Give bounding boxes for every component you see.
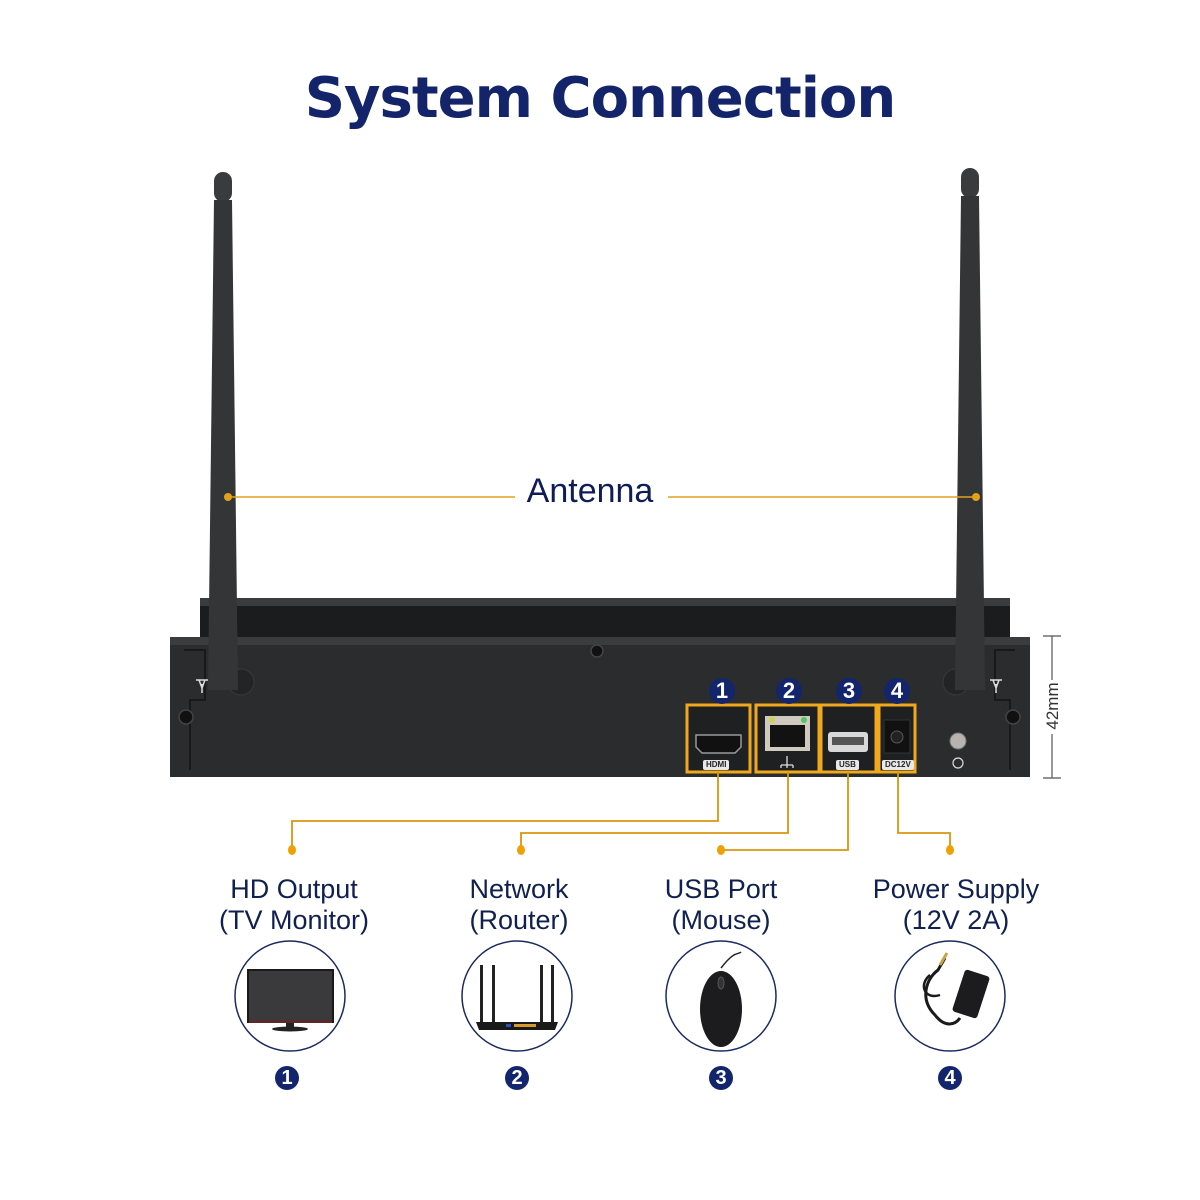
connection-subtitle: (12V 2A) [902,905,1010,935]
connection-number-badge: 1 [275,1066,299,1090]
mouse-illustration [665,940,777,1052]
antenna-symbol-icon [196,679,208,693]
screw-icon [1005,709,1021,725]
page-title: System Connection [304,66,897,131]
antenna-right [942,168,985,696]
connection-label-power: Power Supply (12V 2A) [846,874,1066,936]
connector-lines [291,772,951,851]
port-number-badge: 3 [836,678,862,704]
tv-monitor-icon [247,969,334,1032]
router-illustration [461,940,573,1052]
antenna-label: Antenna [526,472,654,510]
connection-number-badge: 3 [709,1066,733,1090]
port-tag-dc: DC12V [882,760,914,770]
tv-monitor-illustration [234,940,346,1052]
connection-label-hd-output: HD Output (TV Monitor) [184,874,404,936]
connection-subtitle: (TV Monitor) [218,905,370,935]
ground-symbol-icon [952,757,964,769]
antenna-symbol-icon [990,679,1002,693]
connection-number-badge: 2 [505,1066,529,1090]
connection-subtitle: (Mouse) [671,905,771,935]
connection-subtitle: (Router) [469,905,569,935]
antenna-callout [224,493,980,501]
network-symbol-icon [780,756,794,768]
connection-title: Network [469,874,569,904]
dimension-label: 42mm [1043,682,1062,730]
dimension-marker [1043,635,1061,779]
screw-icon [178,709,194,725]
power-adapter-illustration [894,940,1006,1052]
connection-label-network: Network (Router) [409,874,629,936]
router-icon [476,965,558,1030]
connector-dot [717,845,725,855]
connector-dot [517,845,525,855]
port-ethernet [754,703,821,774]
port-number-badge: 4 [884,678,910,704]
connection-title: HD Output [230,874,358,904]
screw-icon [590,644,604,658]
connection-label-usb: USB Port (Mouse) [611,874,831,936]
antenna-left [208,172,255,696]
connection-title: Power Supply [872,874,1040,904]
port-number-badge: 2 [776,678,802,704]
connector-dot [288,845,296,855]
connection-title: USB Port [664,874,778,904]
ground-screw-icon [949,732,967,750]
port-number-badge: 1 [709,678,735,704]
port-tag-hdmi: HDMI [703,760,730,770]
port-tag-usb: USB [836,760,859,770]
hdmi-port-icon [695,734,742,754]
power-adapter-icon [922,952,990,1026]
mouse-icon [700,951,742,1047]
connector-dot [946,845,954,855]
connection-number-badge: 4 [938,1066,962,1090]
